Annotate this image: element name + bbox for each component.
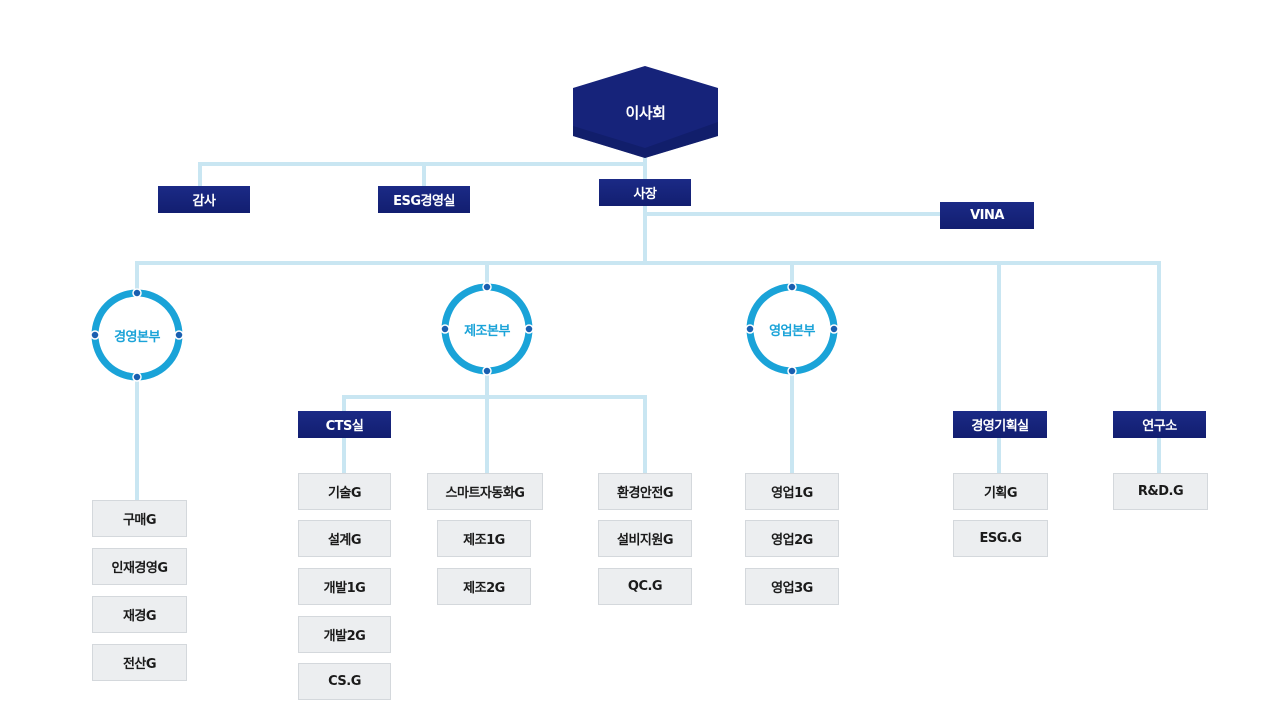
group-node: QC.G <box>598 568 692 605</box>
sales-division-node: 영업본부 <box>745 282 839 376</box>
group-node: 개발2G <box>298 616 391 653</box>
research-lab-node: 연구소 <box>1113 411 1206 438</box>
management-division-label: 경영본부 <box>114 329 160 345</box>
division-ring-shape <box>90 288 184 382</box>
group-node: CS.G <box>298 663 391 700</box>
group-node: 영업3G <box>745 568 839 605</box>
management-division-node: 경영본부 <box>90 288 184 382</box>
audit-node: 감사 <box>158 186 250 213</box>
group-node: 제조2G <box>437 568 531 605</box>
group-node: R&D.G <box>1113 473 1208 510</box>
cts-office-node: CTS실 <box>298 411 391 438</box>
group-node: 영업2G <box>745 520 839 557</box>
division-ring-shape <box>440 282 534 376</box>
group-node: ESG.G <box>953 520 1048 557</box>
manufacturing-division-label: 제조본부 <box>464 323 510 339</box>
group-node: 제조1G <box>437 520 531 557</box>
vina-node: VINA <box>940 202 1034 229</box>
group-node: 환경안전G <box>598 473 692 510</box>
group-node: 재경G <box>92 596 187 633</box>
manufacturing-division-node: 제조본부 <box>440 282 534 376</box>
group-node: 전산G <box>92 644 187 681</box>
board-of-directors-node: 이사회 <box>573 66 718 158</box>
esg-office-node: ESG경영실 <box>378 186 470 213</box>
group-node: 인재경영G <box>92 548 187 585</box>
planning-office-node: 경영기획실 <box>953 411 1047 438</box>
group-node: 개발1G <box>298 568 391 605</box>
group-node: 스마트자동화G <box>427 473 543 510</box>
group-node: 영업1G <box>745 473 839 510</box>
group-node: 구매G <box>92 500 187 537</box>
group-node: 기술G <box>298 473 391 510</box>
sales-division-label: 영업본부 <box>769 323 815 339</box>
division-ring-shape <box>745 282 839 376</box>
group-node: 설계G <box>298 520 391 557</box>
group-node: 설비지원G <box>598 520 692 557</box>
group-node: 기획G <box>953 473 1048 510</box>
board-hexagon-shape <box>573 66 718 158</box>
board-label: 이사회 <box>625 103 666 122</box>
president-node: 사장 <box>599 179 691 206</box>
